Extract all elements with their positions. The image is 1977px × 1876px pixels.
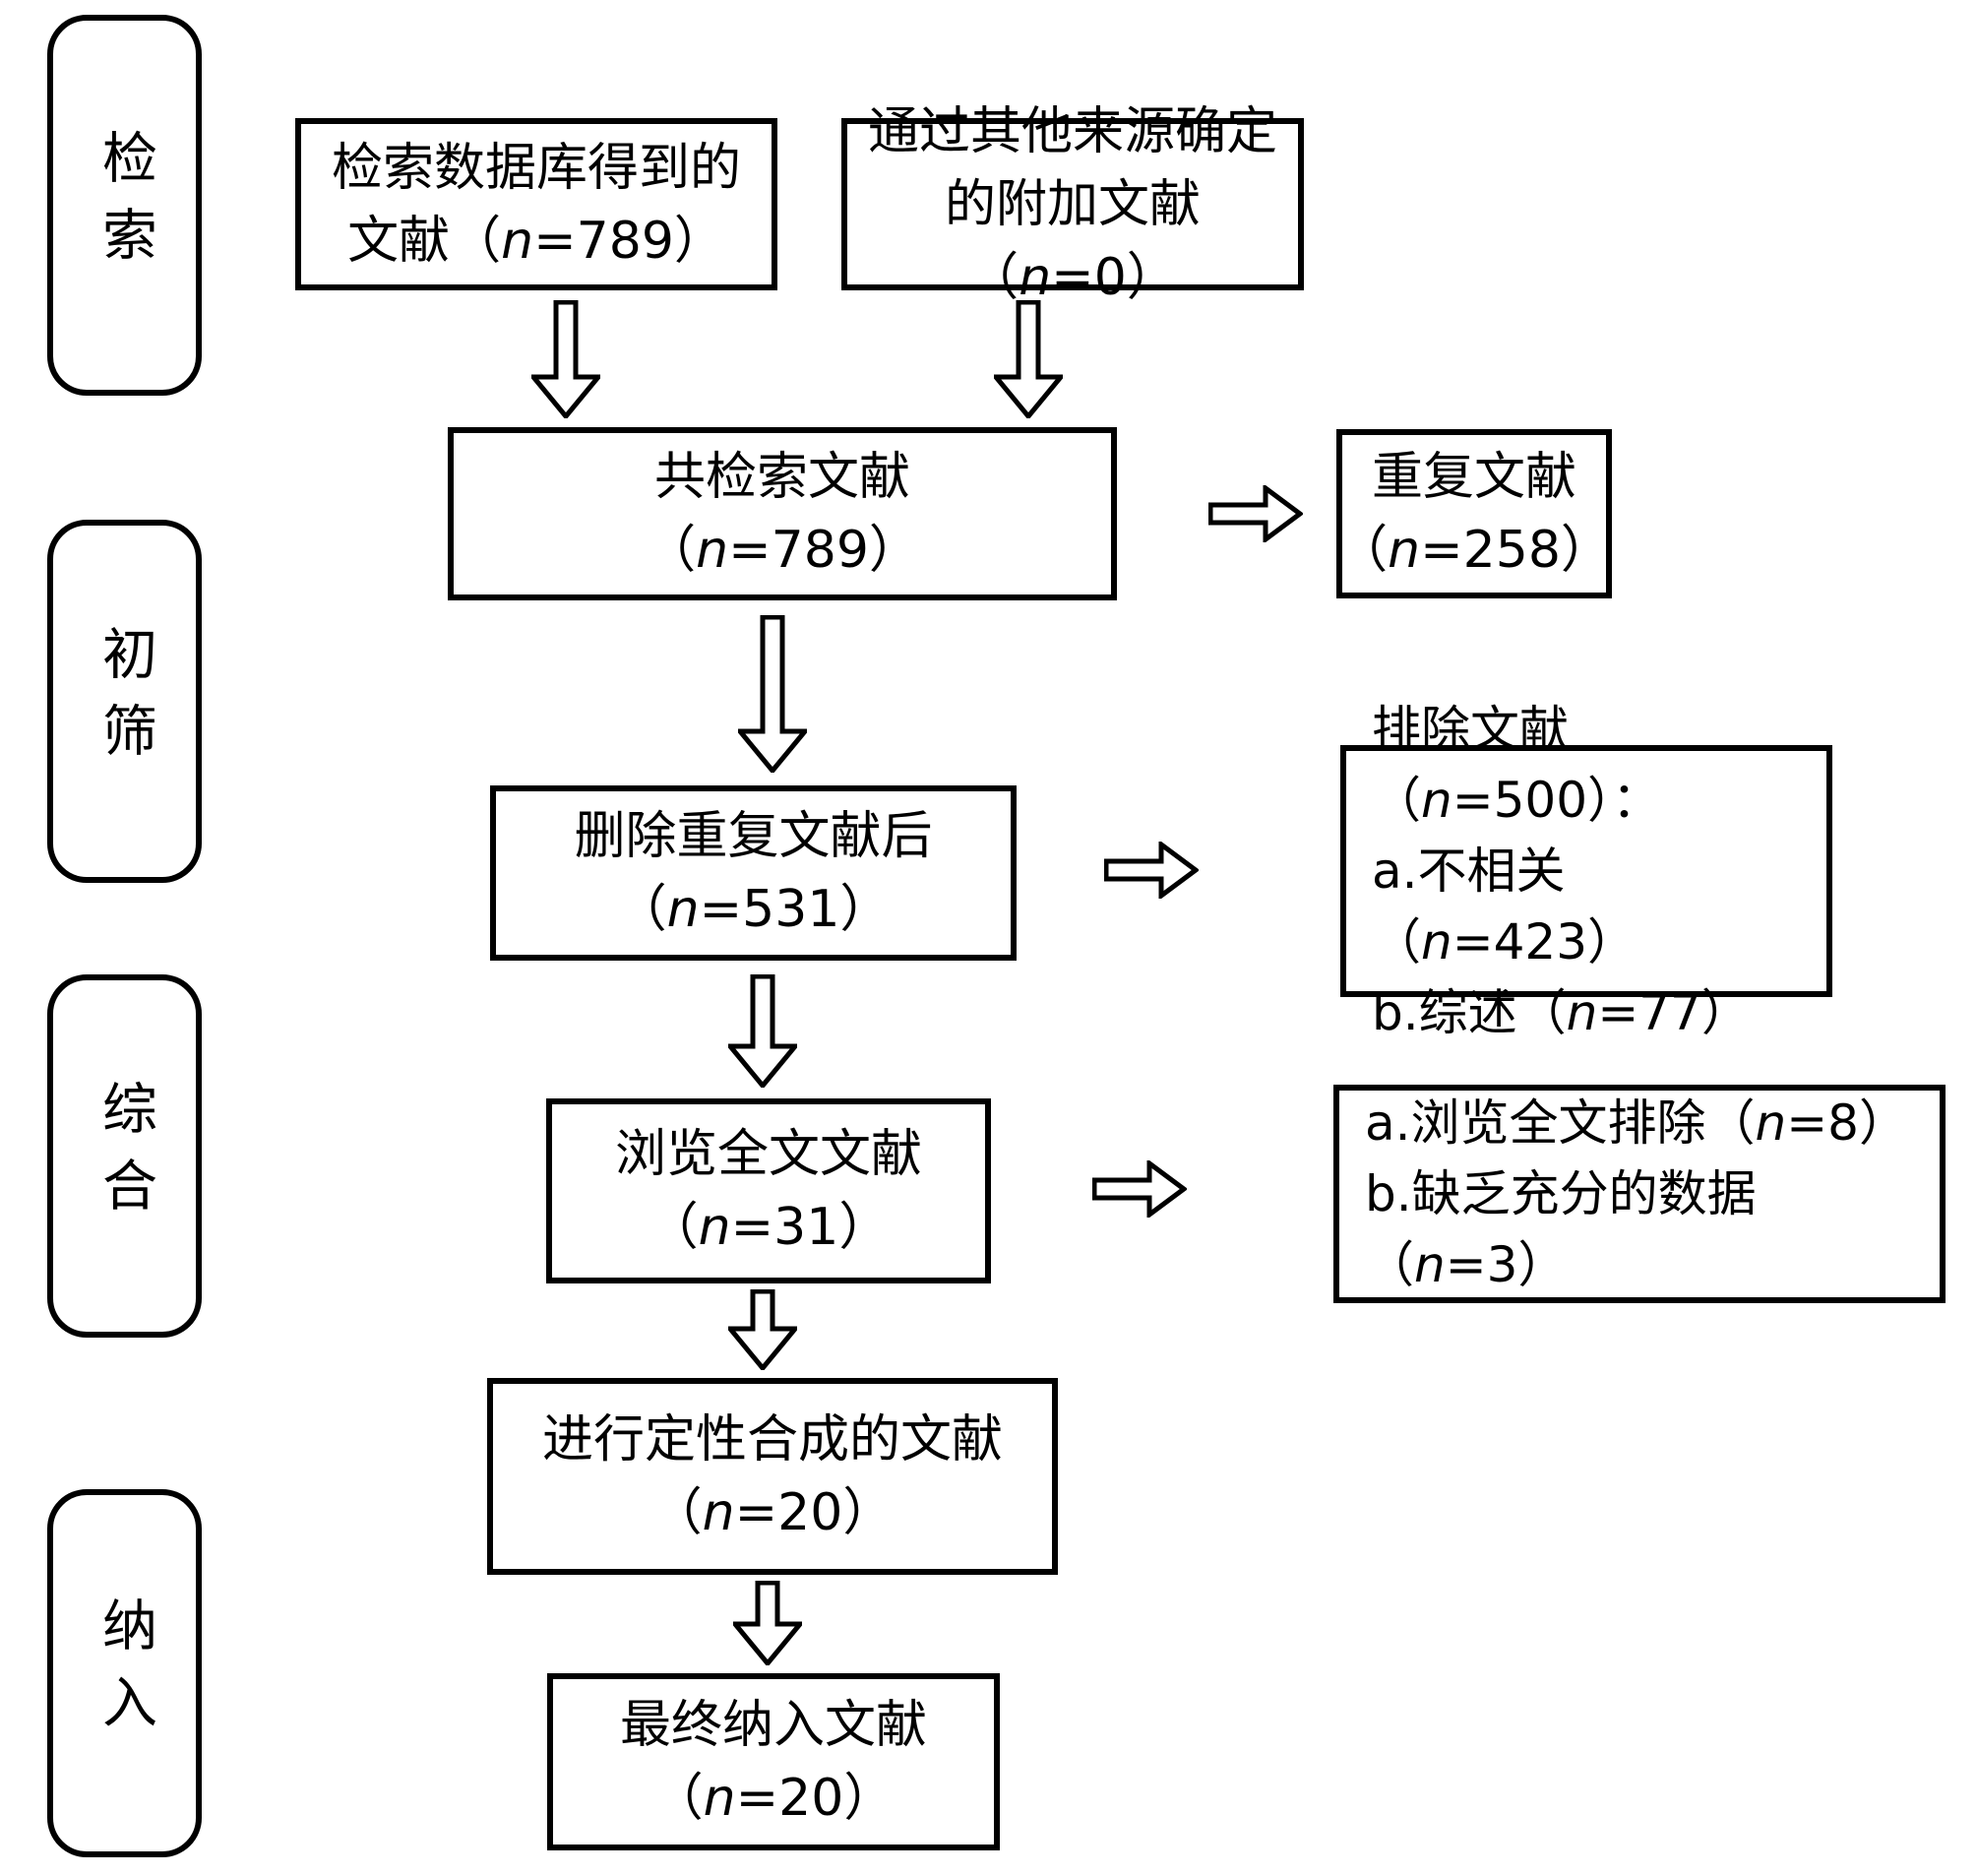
stage-label-search: 检索 (47, 15, 202, 396)
box-total-retrieved: 共检索文献 （n=789） (448, 427, 1117, 600)
box-final-included-line2: （n=20） (651, 1769, 896, 1828)
box-database-records: 检索数据库得到的 文献（n=789） (295, 118, 777, 290)
box-database-records-line2: 文献（n=789） (347, 211, 725, 271)
stage-label-inclusion-text: 纳入 (93, 1596, 157, 1750)
box-fulltext-reviewed: 浏览全文文献 （n=31） (546, 1098, 991, 1283)
box-qualitative-synthesis: 进行定性合成的文献 （n=20） (487, 1378, 1058, 1575)
box-fulltext-excluded-line1: a.浏览全文排除（n=8） (1365, 1094, 1908, 1152)
stage-label-synthesis-text: 综合 (93, 1079, 157, 1233)
box-qualitative-synthesis-line1: 进行定性合成的文献 (541, 1410, 1003, 1470)
box-excluded-records-line3: b.综述（n=77） (1372, 984, 1751, 1041)
box-after-deduplication-line2: （n=531） (615, 880, 892, 939)
box-duplicates: 重复文献 （n=258） (1336, 429, 1612, 598)
arrow-down-from-database (531, 300, 600, 418)
box-excluded-records-line2: a.不相关（n=423） (1372, 843, 1637, 970)
box-final-included-line1: 最终纳入文献 (619, 1696, 927, 1755)
box-other-sources: 通过其他来源确定 的附加文献（n=0） (841, 102, 1304, 307)
arrow-down-to-deduplicated (738, 615, 807, 773)
box-total-retrieved-line2: （n=789） (645, 521, 920, 580)
stage-label-search-text: 检索 (93, 128, 157, 282)
box-after-deduplication: 删除重复文献后 （n=531） (490, 785, 1017, 961)
stage-label-inclusion: 纳入 (47, 1489, 202, 1857)
box-after-deduplication-line1: 删除重复文献后 (574, 807, 933, 866)
box-duplicates-line2: （n=258） (1336, 521, 1612, 580)
box-excluded-records: 排除文献（n=500）： a.不相关（n=423） b.综述（n=77） (1340, 701, 1832, 1041)
box-other-sources-line1: 通过其他来源确定 (867, 101, 1277, 161)
arrow-right-to-fulltext-excluded (1092, 1160, 1187, 1218)
arrow-right-to-excluded (1104, 842, 1199, 899)
box-fulltext-excluded: a.浏览全文排除（n=8） b.缺乏充分的数据（n=3） (1333, 1085, 1946, 1303)
box-fulltext-reviewed-line1: 浏览全文文献 (614, 1125, 922, 1184)
box-total-retrieved-line1: 共检索文献 (653, 448, 910, 507)
arrow-down-from-other-sources (994, 300, 1063, 418)
stage-label-screening: 初筛 (47, 520, 202, 883)
box-other-sources-line2: 的附加文献（n=0） (944, 174, 1201, 307)
box-excluded-records-line1: 排除文献（n=500）： (1372, 701, 1662, 829)
stage-label-synthesis: 综合 (47, 974, 202, 1338)
box-final-included: 最终纳入文献 （n=20） (547, 1673, 1000, 1850)
arrow-down-to-final (733, 1581, 802, 1665)
arrow-right-to-duplicates (1208, 485, 1303, 542)
box-fulltext-reviewed-line2: （n=31） (647, 1198, 891, 1257)
box-duplicates-line1: 重复文献 (1371, 448, 1576, 507)
box-fulltext-excluded-line2: b.缺乏充分的数据（n=3） (1365, 1165, 1757, 1293)
box-database-records-line1: 检索数据库得到的 (331, 138, 741, 198)
stage-label-screening-text: 初筛 (93, 624, 157, 779)
arrow-down-to-fulltext (728, 974, 797, 1088)
arrow-down-to-qualitative (728, 1289, 797, 1370)
box-qualitative-synthesis-line2: （n=20） (650, 1483, 895, 1542)
